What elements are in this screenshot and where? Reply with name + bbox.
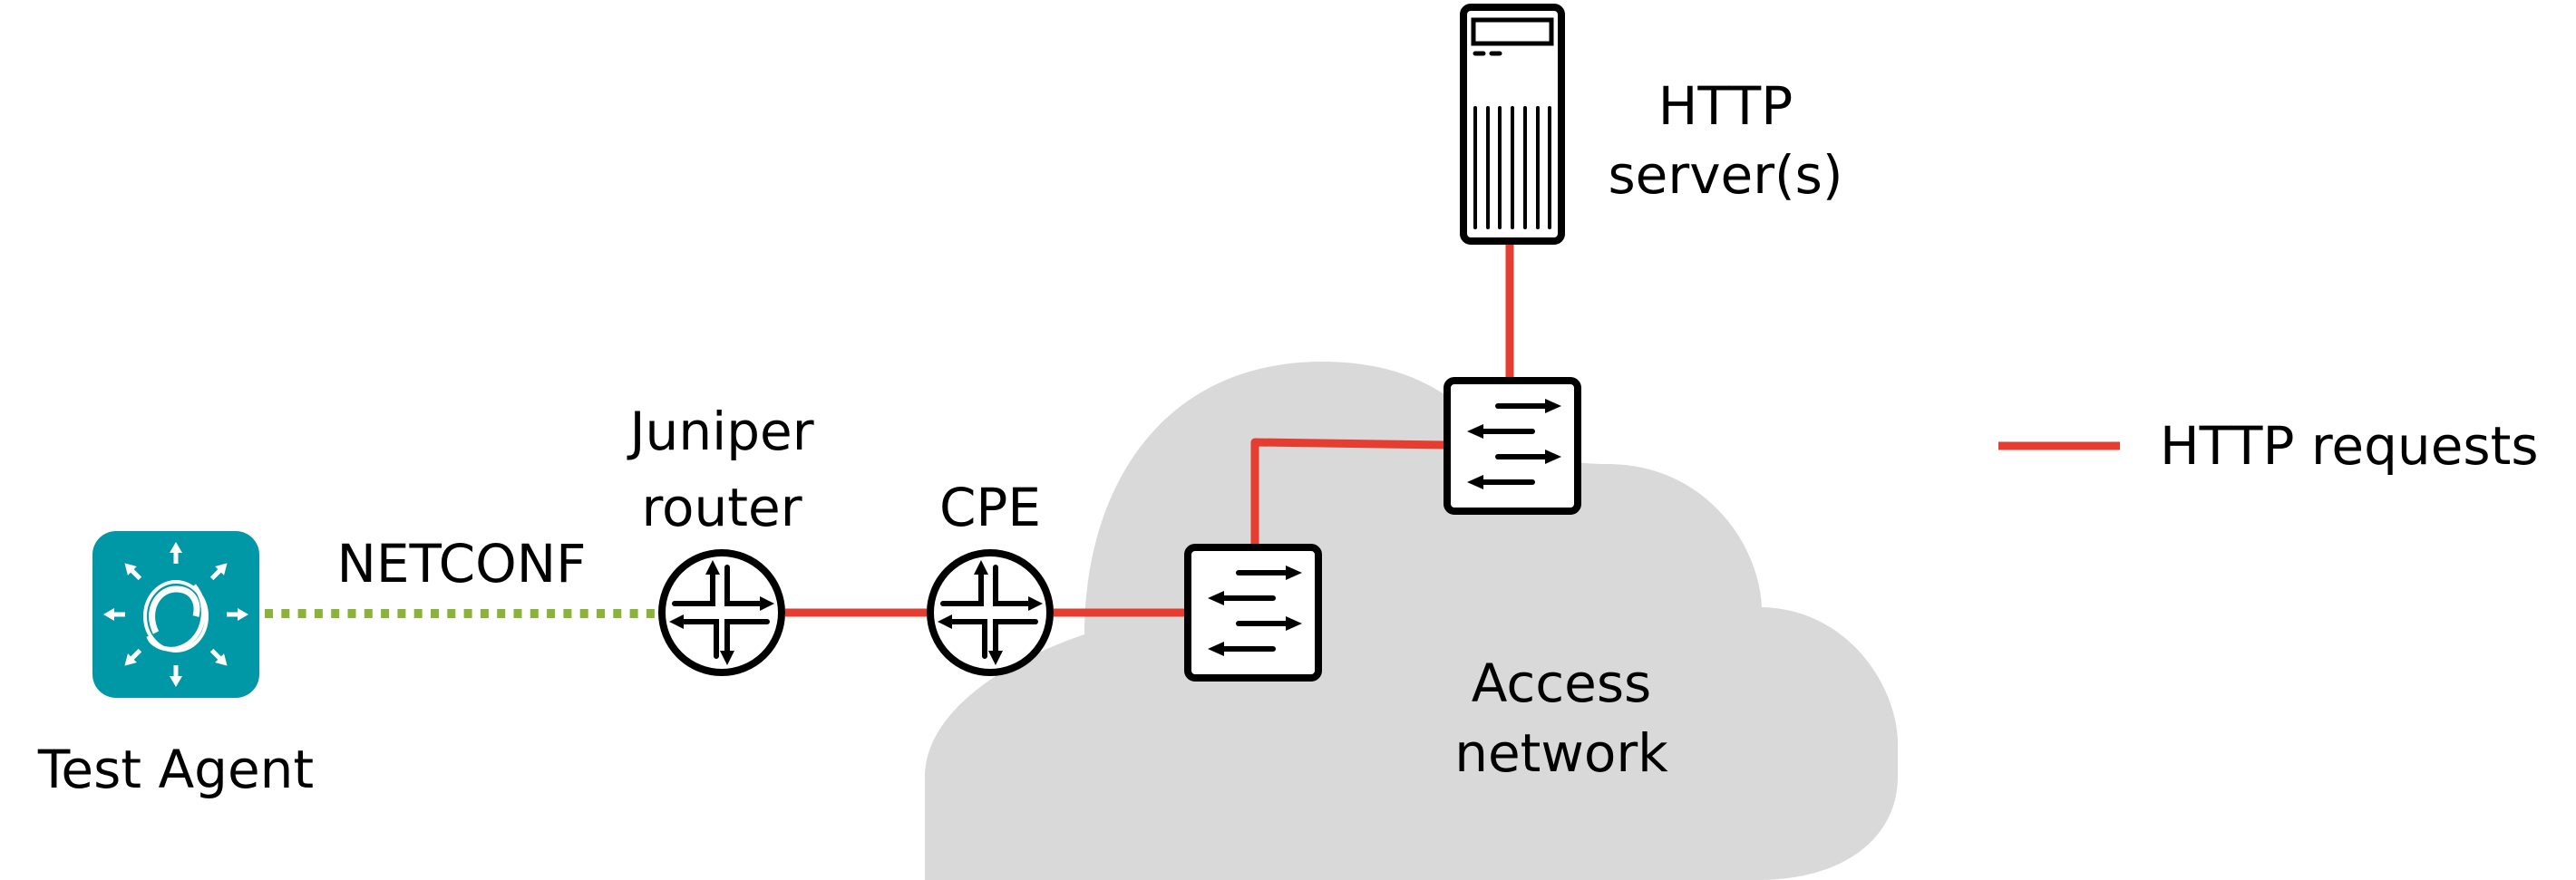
radiating-arrows-icon	[103, 542, 248, 687]
cpe-label: CPE	[939, 477, 1041, 538]
juniper-router-label-line1: Juniper	[627, 401, 813, 462]
http-server-icon[interactable]	[1460, 4, 1565, 245]
http-server-label-line2: server(s)	[1608, 144, 1842, 206]
juniper-router-icon[interactable]	[662, 553, 782, 672]
access-network-cloud	[924, 362, 1898, 880]
legend: HTTP requests	[1998, 415, 2539, 477]
http-server-label-line1: HTTP	[1658, 75, 1793, 137]
test-agent-label: Test Agent	[37, 739, 314, 800]
core-switch-icon[interactable]	[1447, 381, 1578, 511]
access-network-label-line1: Access	[1472, 653, 1652, 714]
cpe-router-icon[interactable]	[930, 553, 1050, 672]
juniper-router-label-line2: router	[641, 477, 802, 538]
netconf-label: NETCONF	[337, 533, 587, 595]
access-switch-icon[interactable]	[1188, 547, 1318, 678]
http-request-links	[785, 243, 1514, 617]
legend-http-requests-label: HTTP requests	[2160, 415, 2539, 477]
swirl-logo-icon	[143, 580, 209, 653]
access-network-label-line2: network	[1454, 722, 1668, 784]
test-agent-icon[interactable]	[92, 531, 259, 698]
link-access-switch-to-core-switch	[1250, 438, 1446, 546]
